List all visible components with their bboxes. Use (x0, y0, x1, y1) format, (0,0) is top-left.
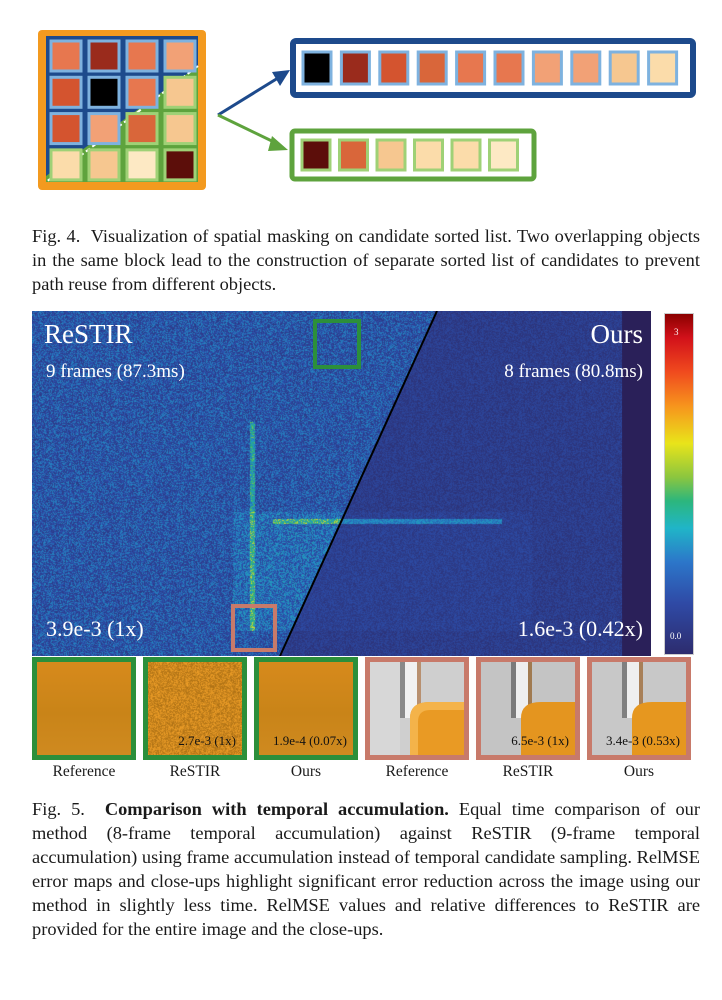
colorbar-min-label: 0.0 (670, 631, 682, 641)
closeup-green-ours: 1.9e-4 (0.07x) (254, 657, 358, 760)
arrow-head-blue (272, 70, 290, 86)
closeup-scene (370, 662, 464, 755)
fig5-caption-label: Fig. 5. (32, 799, 85, 819)
closeup-label: ReSTIR (502, 763, 554, 780)
closeup-label: ReSTIR (169, 763, 221, 780)
grid-cell (163, 39, 197, 73)
restir-title: ReSTIR (44, 319, 133, 349)
restir-error: 3.9e-3 (1x) (46, 616, 144, 641)
closeup-label: Ours (290, 763, 322, 780)
grid-cell (49, 148, 83, 182)
blue-list-cell (608, 50, 640, 86)
green-closeup-box (313, 319, 361, 369)
grid-cell (125, 39, 159, 73)
error-map-overlay (231, 311, 651, 656)
fig4-caption-label: Fig. 4. (32, 226, 81, 246)
closeup-label: Reference (52, 763, 116, 780)
grid-cell (125, 148, 159, 182)
fig5-caption: Fig. 5. Comparison with temporal accumul… (32, 797, 700, 941)
ours-title: Ours (590, 319, 644, 349)
restir-frames: 9 frames (87.3ms) (46, 361, 185, 382)
blue-list-cell (570, 50, 602, 86)
green-list-cell (300, 138, 332, 172)
green-list-cell (375, 138, 407, 172)
ours-frames: 8 frames (80.8ms) (504, 361, 643, 382)
grid-cell (49, 39, 83, 73)
closeup-label: Reference (385, 763, 449, 780)
grid-cell (163, 148, 197, 182)
ours-error: 1.6e-3 (0.42x) (517, 616, 643, 641)
closeup-green-restir: 2.7e-3 (1x) (143, 657, 247, 760)
closeup-value: 6.5e-3 (1x) (511, 733, 569, 748)
blue-list-cell (455, 50, 487, 86)
grid-cell (87, 148, 121, 182)
closeup-noise (148, 662, 242, 755)
closeup-red-restir: 6.5e-3 (1x) (476, 657, 580, 760)
blue-list-cell (416, 50, 448, 86)
grid-cell (163, 75, 197, 109)
split-divider (279, 311, 438, 656)
grid-green-region (46, 66, 198, 182)
colorbar-max-label: 3 (674, 327, 679, 337)
grid-cell (49, 112, 83, 146)
arrow-to-green-list (217, 113, 277, 145)
blue-list-cell (493, 50, 525, 86)
grid-cell (87, 75, 121, 109)
blue-list-cell (339, 50, 371, 86)
fig5-caption-bold: Comparison with temporal accumulation. (104, 799, 449, 819)
blue-list-cell (301, 50, 333, 86)
grid-cell (87, 39, 121, 73)
red-closeup-box (231, 604, 277, 652)
grid-cell (49, 75, 83, 109)
closeup-value: 2.7e-3 (1x) (178, 733, 236, 748)
closeup-red-ours: 3.4e-3 (0.53x) (587, 657, 691, 760)
candidate-block-grid (38, 30, 206, 190)
grid-cell (125, 75, 159, 109)
error-colorbar (664, 313, 694, 655)
blue-list-cell (647, 50, 679, 86)
green-list-frame (289, 128, 537, 182)
fig5-caption-text: Equal time comparison of our method (8-f… (32, 799, 700, 939)
fig4-diagram (38, 30, 696, 190)
blue-list-cell (378, 50, 410, 86)
closeup-red-reference (365, 657, 469, 760)
arrow-to-blue-list (217, 76, 279, 117)
arrow-head-green (268, 136, 288, 151)
green-list-cell (413, 138, 444, 172)
dark-panel-right (622, 311, 651, 656)
fig4-caption: Fig. 4. Visualization of spatial masking… (32, 224, 700, 296)
green-list-cell (488, 138, 519, 172)
fig5-error-map: ReSTIR 9 frames (87.3ms) Ours 8 frames (… (32, 311, 651, 656)
fig4-caption-text: Visualization of spatial masking on cand… (32, 226, 700, 294)
closeup-value: 3.4e-3 (0.53x) (605, 733, 680, 748)
green-list-cell (338, 138, 369, 172)
closeup-green-reference (32, 657, 136, 760)
grid-cell (163, 112, 197, 146)
closeup-scene (481, 662, 575, 755)
grid-cell (87, 112, 121, 146)
grid-cell (125, 112, 159, 146)
closeup-value: 1.9e-4 (0.07x) (272, 733, 347, 748)
blue-list-frame (290, 38, 696, 98)
blue-list-cell (531, 50, 563, 86)
closeup-scene (592, 662, 686, 755)
sorted-candidate-lists (289, 38, 696, 182)
closeup-label: Ours (623, 763, 655, 780)
split-arrows (217, 70, 290, 151)
green-list-cell (450, 138, 482, 172)
